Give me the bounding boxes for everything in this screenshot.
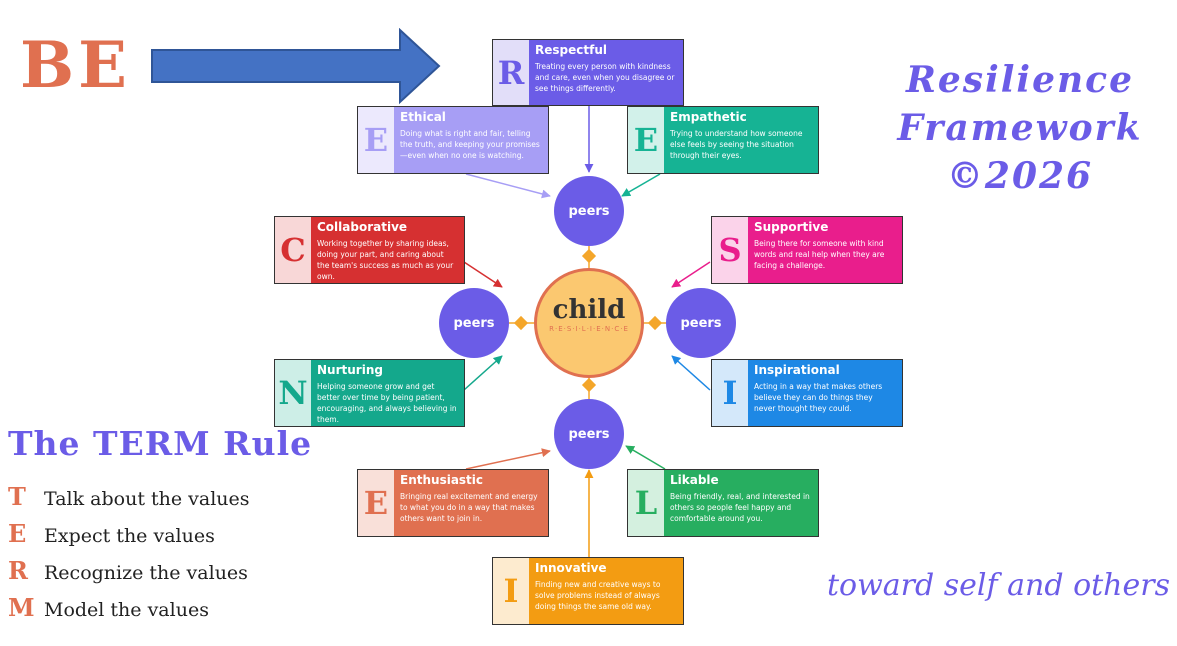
value-name: Likable [670, 473, 719, 487]
arrow-inspirational [671, 355, 711, 391]
value-description: Bringing real excitement and energy to w… [400, 492, 538, 523]
value-letter: S [712, 217, 748, 283]
peers-node-left: peers [439, 288, 509, 358]
term-letter: R [8, 556, 28, 585]
arrow-enthusiastic [465, 448, 551, 470]
value-name: Empathetic [670, 110, 747, 124]
value-letter: E [358, 107, 394, 173]
term-item-recognize: R Recognize the values [8, 556, 248, 585]
value-letter: N [275, 360, 311, 426]
be-label: BE [20, 28, 131, 103]
peers-node-bottom: peers [554, 399, 624, 469]
value-name: Inspirational [754, 363, 840, 377]
arrow-nurturing [463, 355, 503, 391]
child-center-node: child R·E·S·I·L·I·E·N·C·E [534, 268, 644, 378]
term-item-expect: E Expect the values [8, 519, 215, 548]
value-letter: R [493, 40, 529, 105]
value-name: Nurturing [317, 363, 383, 377]
value-description: Being there for someone with kind words … [754, 239, 885, 270]
value-letter: C [275, 217, 311, 283]
value-letter: I [712, 360, 748, 426]
value-letter: E [358, 470, 394, 536]
term-rule-title: The TERM Rule [8, 424, 313, 463]
value-description: Acting in a way that makes others believ… [754, 382, 883, 413]
title-line-1: Resilience [905, 59, 1135, 101]
term-letter: M [8, 593, 35, 622]
value-description: Doing what is right and fair, telling th… [400, 129, 540, 160]
arrow-ethical [465, 173, 551, 199]
value-name: Supportive [754, 220, 829, 234]
value-name: Innovative [535, 561, 607, 575]
big-right-arrow-icon [151, 28, 441, 105]
arrow-collaborative [463, 261, 503, 288]
term-text: Expect the values [44, 525, 215, 547]
value-name: Enthusiastic [400, 473, 484, 487]
value-description: Treating every person with kindness and … [535, 62, 675, 93]
term-letter: E [8, 519, 27, 548]
value-description: Finding new and creative ways to solve p… [535, 580, 661, 611]
term-text: Recognize the values [44, 562, 248, 584]
arrow-supportive [671, 261, 711, 288]
value-letter: E [628, 107, 664, 173]
peers-node-top: peers [554, 176, 624, 246]
term-text: Talk about the values [44, 488, 250, 510]
title-line-2: Framework [897, 107, 1143, 149]
value-description: Being friendly, real, and interested in … [670, 492, 810, 523]
framework-title: Resilience Framework ©2026 [860, 56, 1177, 200]
value-description: Helping someone grow and get better over… [317, 382, 457, 424]
value-description: Working together by sharing ideas, doing… [317, 239, 454, 281]
child-label: child [552, 295, 626, 325]
value-name: Collaborative [317, 220, 408, 234]
term-letter: T [8, 482, 26, 511]
value-name: Respectful [535, 43, 607, 57]
arrow-empathetic [621, 173, 661, 197]
value-description: Trying to understand how someone else fe… [670, 129, 803, 160]
arrow-likable [625, 445, 666, 470]
tagline: toward self and others [826, 568, 1170, 603]
term-item-model: M Model the values [8, 593, 209, 622]
term-text: Model the values [44, 599, 209, 621]
peers-node-right: peers [666, 288, 736, 358]
value-name: Ethical [400, 110, 446, 124]
title-line-3: ©2026 [946, 155, 1094, 197]
term-item-talk: T Talk about the values [8, 482, 250, 511]
resilience-sublabel: R·E·S·I·L·I·E·N·C·E [549, 325, 629, 333]
value-letter: I [493, 558, 529, 624]
value-letter: L [628, 470, 664, 536]
